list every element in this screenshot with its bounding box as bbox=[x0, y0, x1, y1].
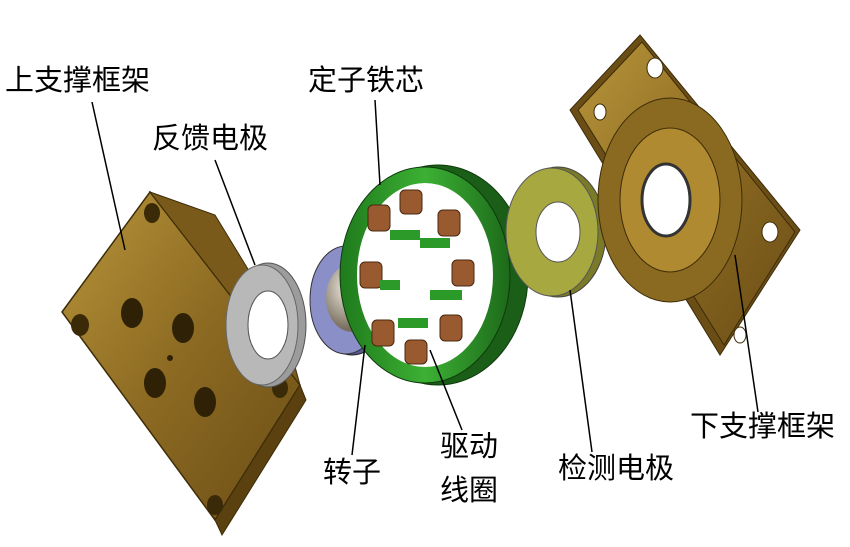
detection-electrode bbox=[505, 166, 607, 298]
leader-lines bbox=[91, 99, 759, 456]
label-stator-core: 定子铁芯 bbox=[308, 63, 425, 97]
feedback-electrode bbox=[225, 262, 307, 388]
label-lower-support-frame: 下支撑框架 bbox=[690, 409, 836, 443]
label-drive-coil-line1: 驱动 bbox=[440, 429, 499, 463]
label-rotor: 转子 bbox=[323, 455, 382, 489]
label-drive-coil-line2: 线圈 bbox=[440, 473, 499, 507]
drive-coil bbox=[359, 189, 475, 365]
stator-core bbox=[339, 164, 529, 386]
label-feedback-electrode: 反馈电极 bbox=[152, 121, 269, 155]
label-upper-support-frame: 上支撑框架 bbox=[5, 63, 151, 97]
lower-support-frame bbox=[569, 34, 801, 356]
label-detection-electrode: 检测电极 bbox=[558, 451, 675, 485]
upper-support-frame bbox=[61, 190, 307, 537]
